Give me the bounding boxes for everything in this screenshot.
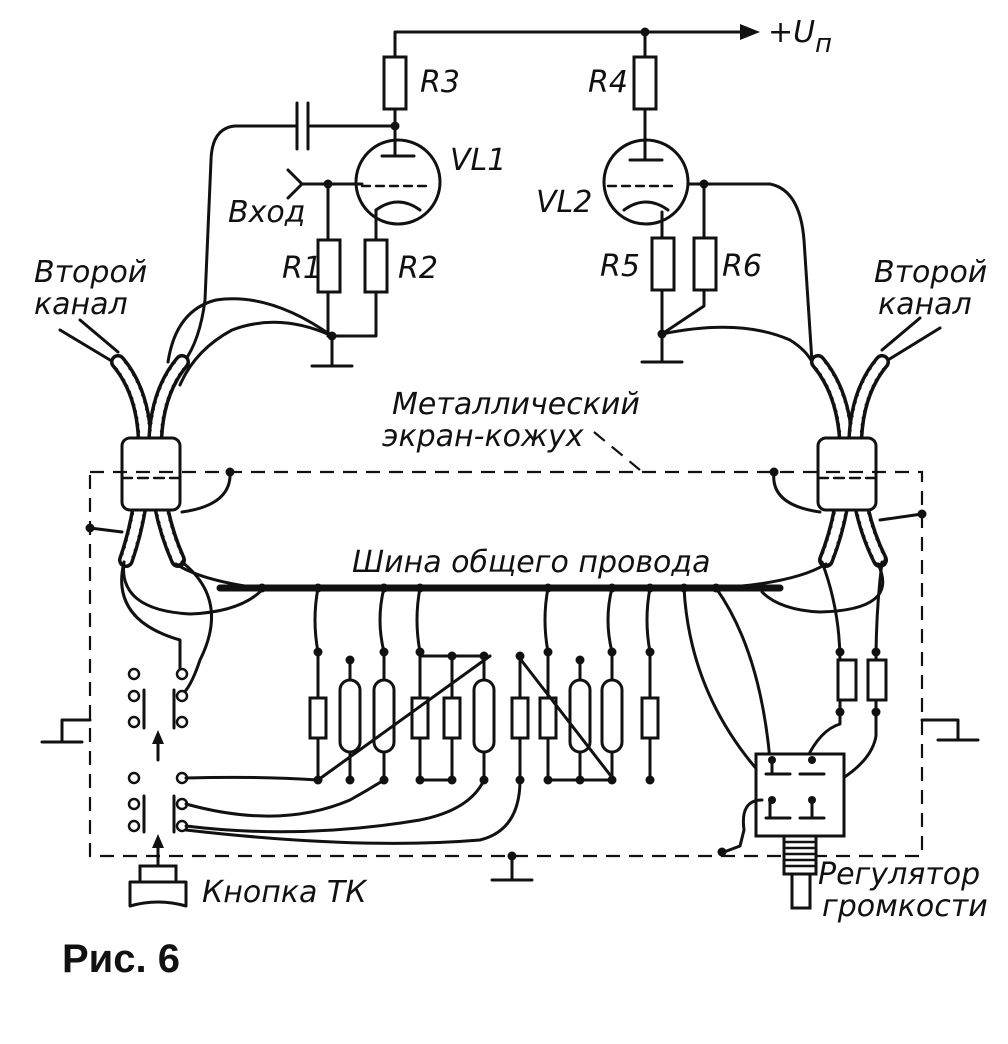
bus-drops — [257, 583, 772, 786]
braid-connections — [85, 467, 927, 698]
switch-tk — [127, 667, 522, 870]
r6-label: R6 — [722, 249, 762, 284]
ground-right-stage — [640, 182, 814, 364]
r3-label: R3 — [420, 65, 460, 100]
second-channel-left-line2: канал — [34, 287, 128, 322]
input-terminal — [286, 168, 364, 200]
shield-ground-bottom — [490, 851, 534, 882]
volume-control — [717, 647, 888, 910]
vl1-label: VL1 — [450, 143, 506, 178]
resistor-r3 — [382, 55, 408, 131]
cable-bundle-left — [58, 318, 190, 568]
volume-label-line1: Регулятор — [818, 857, 980, 892]
tube-vl2 — [602, 138, 709, 226]
r2-label: R2 — [398, 251, 438, 286]
vl2-label: VL2 — [536, 185, 592, 220]
r1-label: R1 — [282, 251, 322, 286]
second-channel-right-line2: канал — [878, 287, 972, 322]
resistor-r2 — [326, 208, 389, 338]
shield-label-line2: экран-кожух — [382, 419, 584, 454]
tube-vl1 — [354, 124, 442, 226]
coupling-capacitor — [182, 101, 397, 364]
supply-subscript: п — [815, 29, 832, 59]
resistor-r1 — [316, 182, 342, 338]
filter-network — [308, 647, 660, 785]
tk-button — [128, 864, 188, 908]
ground-left-stage — [166, 297, 354, 387]
bus-label: Шина общего провода — [352, 545, 711, 580]
tk-button-label: Кнопка ТК — [202, 875, 368, 910]
input-label: Вход — [228, 195, 305, 230]
resistor-r5 — [650, 210, 676, 336]
shield-ground-left — [40, 718, 92, 744]
r4-label: R4 — [588, 65, 628, 100]
shield-label-line1: Металлический — [392, 387, 640, 422]
metal-shield-enclosure — [88, 431, 924, 858]
shield-ground-right — [920, 718, 980, 742]
resistor-r6 — [660, 182, 718, 336]
volume-label-line2: громкости — [822, 889, 988, 924]
supply-rail — [393, 24, 760, 59]
second-channel-right-line1: Второй — [874, 255, 987, 290]
supply-label: +U — [768, 15, 815, 50]
cable-bundle-right — [810, 316, 942, 568]
second-channel-left-line1: Второй — [34, 255, 147, 290]
resistor-r4 — [632, 30, 658, 152]
figure-caption: Рис. 6 — [62, 937, 180, 981]
r5-label: R5 — [600, 249, 640, 284]
